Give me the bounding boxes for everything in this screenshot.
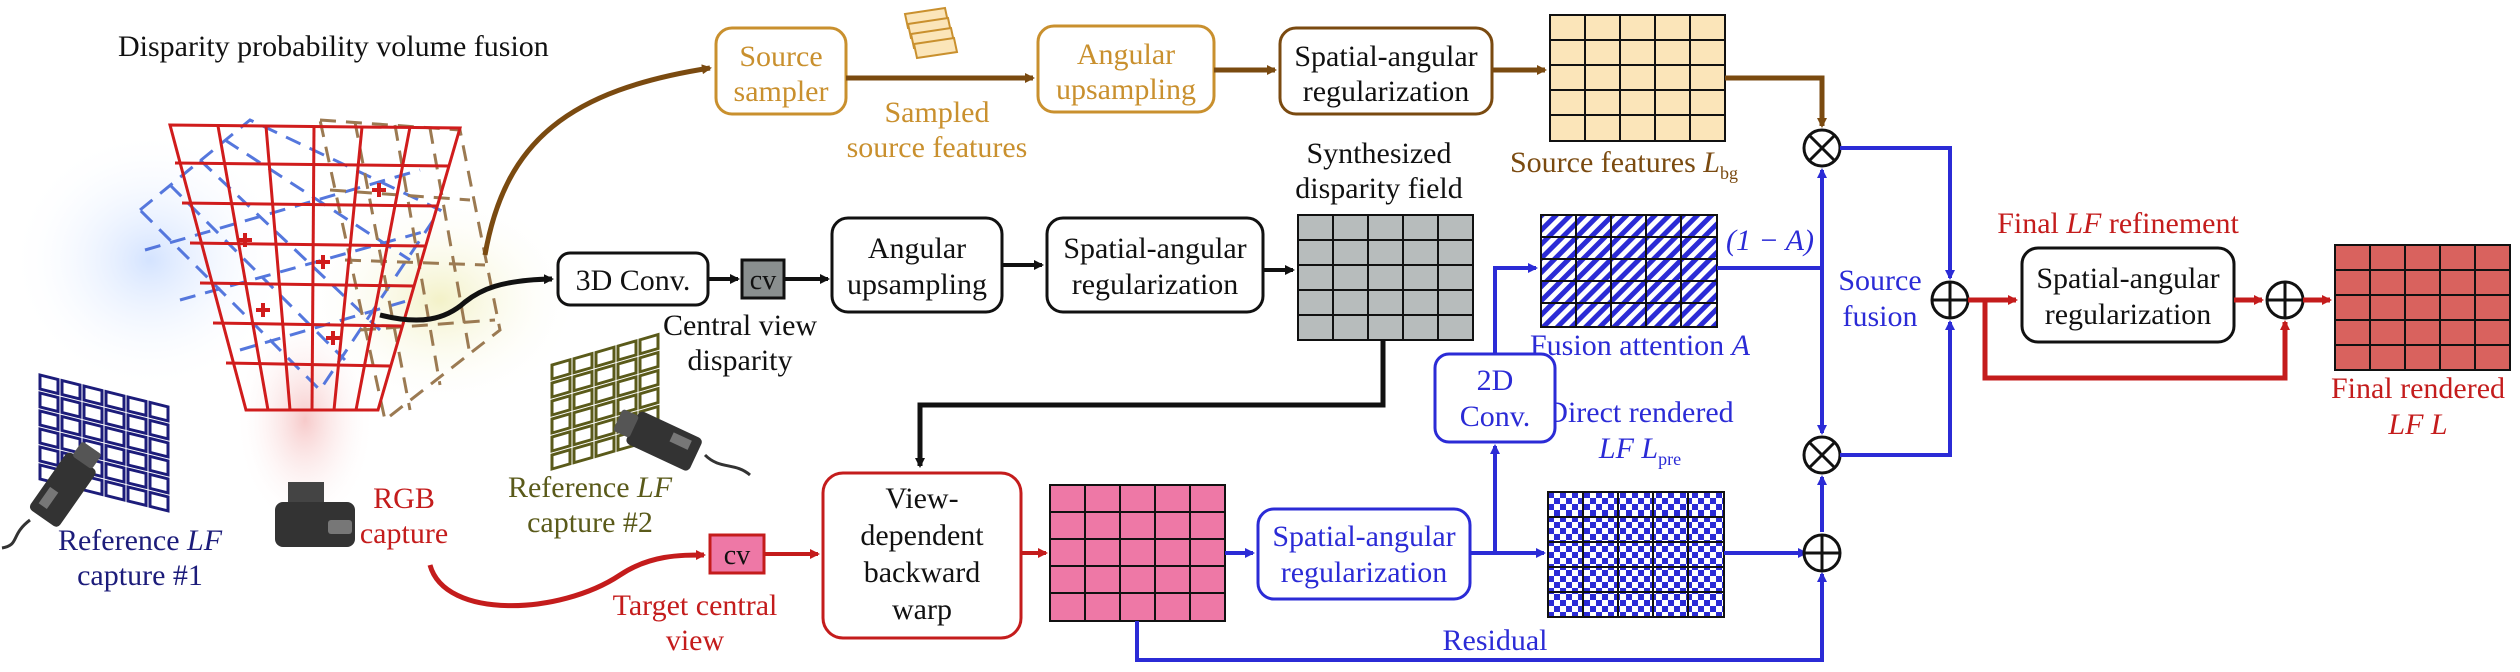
sa-reg-final-label: Spatial-angular <box>2036 262 2219 295</box>
sa-reg-mid-label-2: regularization <box>1072 268 1239 301</box>
conv2d-label-2: Conv. <box>1460 400 1531 433</box>
sa-reg-mid-label: Spatial-angular <box>1063 232 1246 265</box>
backward-warp-box <box>821 471 1023 640</box>
mult-bottom-to-fusion-arrow <box>1840 320 1955 457</box>
lf-camera-2-cable <box>703 453 751 477</box>
source-fusion-label-2: fusion <box>1843 300 1918 333</box>
volume-to-sampler-arrow <box>482 64 712 256</box>
ref-lf1-caption-2: capture #1 <box>77 559 203 592</box>
fusion-attention-label: Fusion attention A <box>1530 329 1751 362</box>
diagram-title: Disparity probability volume fusion <box>118 30 549 63</box>
lf-camera-1-icon <box>29 442 101 527</box>
red-frustum <box>168 123 462 412</box>
sa-reg-top-label: Spatial-angular <box>1294 40 1477 73</box>
final-lf-grid <box>2334 244 2511 371</box>
plus-final-icon <box>2265 280 2305 320</box>
target-central-label: Target central <box>613 589 778 622</box>
cv-mid-box <box>740 258 786 300</box>
source-sampler-label: Source <box>739 40 822 73</box>
synth-disparity-label: Synthesized <box>1307 137 1452 170</box>
source-sampler-label-2: sampler <box>734 75 829 108</box>
source-features-grid <box>1549 14 1726 142</box>
rgb-capture-label: RGB <box>373 482 435 515</box>
warped-lf-grid <box>1049 484 1226 622</box>
disparity-to-warp-arrow <box>915 340 1386 468</box>
sampled-features-label: Sampled <box>885 96 990 129</box>
sampled-features-label-2: source features <box>847 131 1028 164</box>
fusion-skip-arrow <box>1982 300 2290 381</box>
sa-reg-mid-box <box>1045 216 1265 314</box>
final-rendered-label-2: LF L <box>2387 408 2447 441</box>
sa-reg-final-box <box>2020 246 2236 344</box>
source-features-label: Source features Lbg <box>1510 146 1738 183</box>
synth-disparity-label-2: disparity field <box>1295 172 1462 205</box>
backward-warp-label-2: dependent <box>860 519 984 552</box>
lf-camera-1-cable <box>1 518 31 550</box>
final-rendered-label: Final rendered <box>2331 372 2505 405</box>
source-sampler-box <box>714 26 848 116</box>
direct-rendered-label-2: LF Lpre <box>1598 432 1681 469</box>
fusion-attention-grid <box>1540 214 1718 328</box>
plus-bottom-icon <box>1802 533 1842 573</box>
source-fusion-label: Source <box>1838 264 1921 297</box>
sa-reg-top-label-2: regularization <box>1303 75 1470 108</box>
angular-upsampling-top-label-2: upsampling <box>1056 73 1196 106</box>
backward-warp-label-4: warp <box>892 593 952 626</box>
conv3d-label: 3D Conv. <box>576 264 691 297</box>
cv-mid-label: cv <box>750 265 776 296</box>
one-minus-a-label: (1 − A) <box>1726 224 1814 257</box>
sa-reg-final-label-2: regularization <box>2045 298 2212 331</box>
conv2d-to-attention-arrow <box>1493 263 1538 354</box>
sampled-features-icon <box>903 6 959 60</box>
final-refinement-label: Final LF refinement <box>1997 207 2239 240</box>
ref-lf2-caption: Reference LF <box>508 471 673 504</box>
volume-to-conv3d-arrow <box>379 274 554 323</box>
angular-upsampling-mid-label-2: upsampling <box>847 268 987 301</box>
sa-reg-blue-label-2: regularization <box>1281 556 1448 589</box>
backward-warp-label-3: backward <box>864 556 981 589</box>
plus-fusion-icon <box>1930 280 1970 320</box>
angular-upsampling-mid-label: Angular <box>868 232 966 265</box>
ref-lf1-caption: Reference LF <box>58 524 223 557</box>
rgb-camera-icon <box>275 482 355 547</box>
backward-warp-label-1: View- <box>885 482 958 515</box>
features-to-mult-top-arrow <box>1725 75 1827 128</box>
target-central-label-2: view <box>666 624 725 657</box>
lf-camera-2-icon <box>613 409 702 471</box>
direct-rendered-label: Direct rendered <box>1546 396 1733 429</box>
direct-rendered-grid <box>1547 491 1725 618</box>
conv2d-label: 2D <box>1477 364 1514 397</box>
central-view-disparity-label-2: disparity <box>688 344 793 377</box>
rgb-capture-label-2: capture <box>360 517 448 550</box>
residual-label: Residual <box>1443 624 1548 657</box>
cv-bottom-label: cv <box>724 540 750 571</box>
cv-bottom-box <box>708 533 766 575</box>
blue-light-glow <box>10 130 290 390</box>
residual-arrow <box>1135 572 1827 662</box>
central-view-disparity-label: Central view <box>663 309 817 342</box>
volume-fusion-illustration: Disparity probability volume fusion <box>1 30 751 592</box>
multiply-bottom-icon <box>1802 435 1842 475</box>
sa-reg-blue-label: Spatial-angular <box>1272 520 1455 553</box>
synth-disparity-grid <box>1297 214 1474 341</box>
rgb-to-cv-arrow <box>427 550 706 609</box>
multiply-top-icon <box>1802 128 1842 168</box>
mult-top-to-fusion-arrow <box>1840 146 1955 280</box>
red-plus-marks <box>238 183 386 345</box>
angular-upsampling-top-label: Angular <box>1077 38 1175 71</box>
ref-lf2-caption-2: capture #2 <box>527 506 653 539</box>
